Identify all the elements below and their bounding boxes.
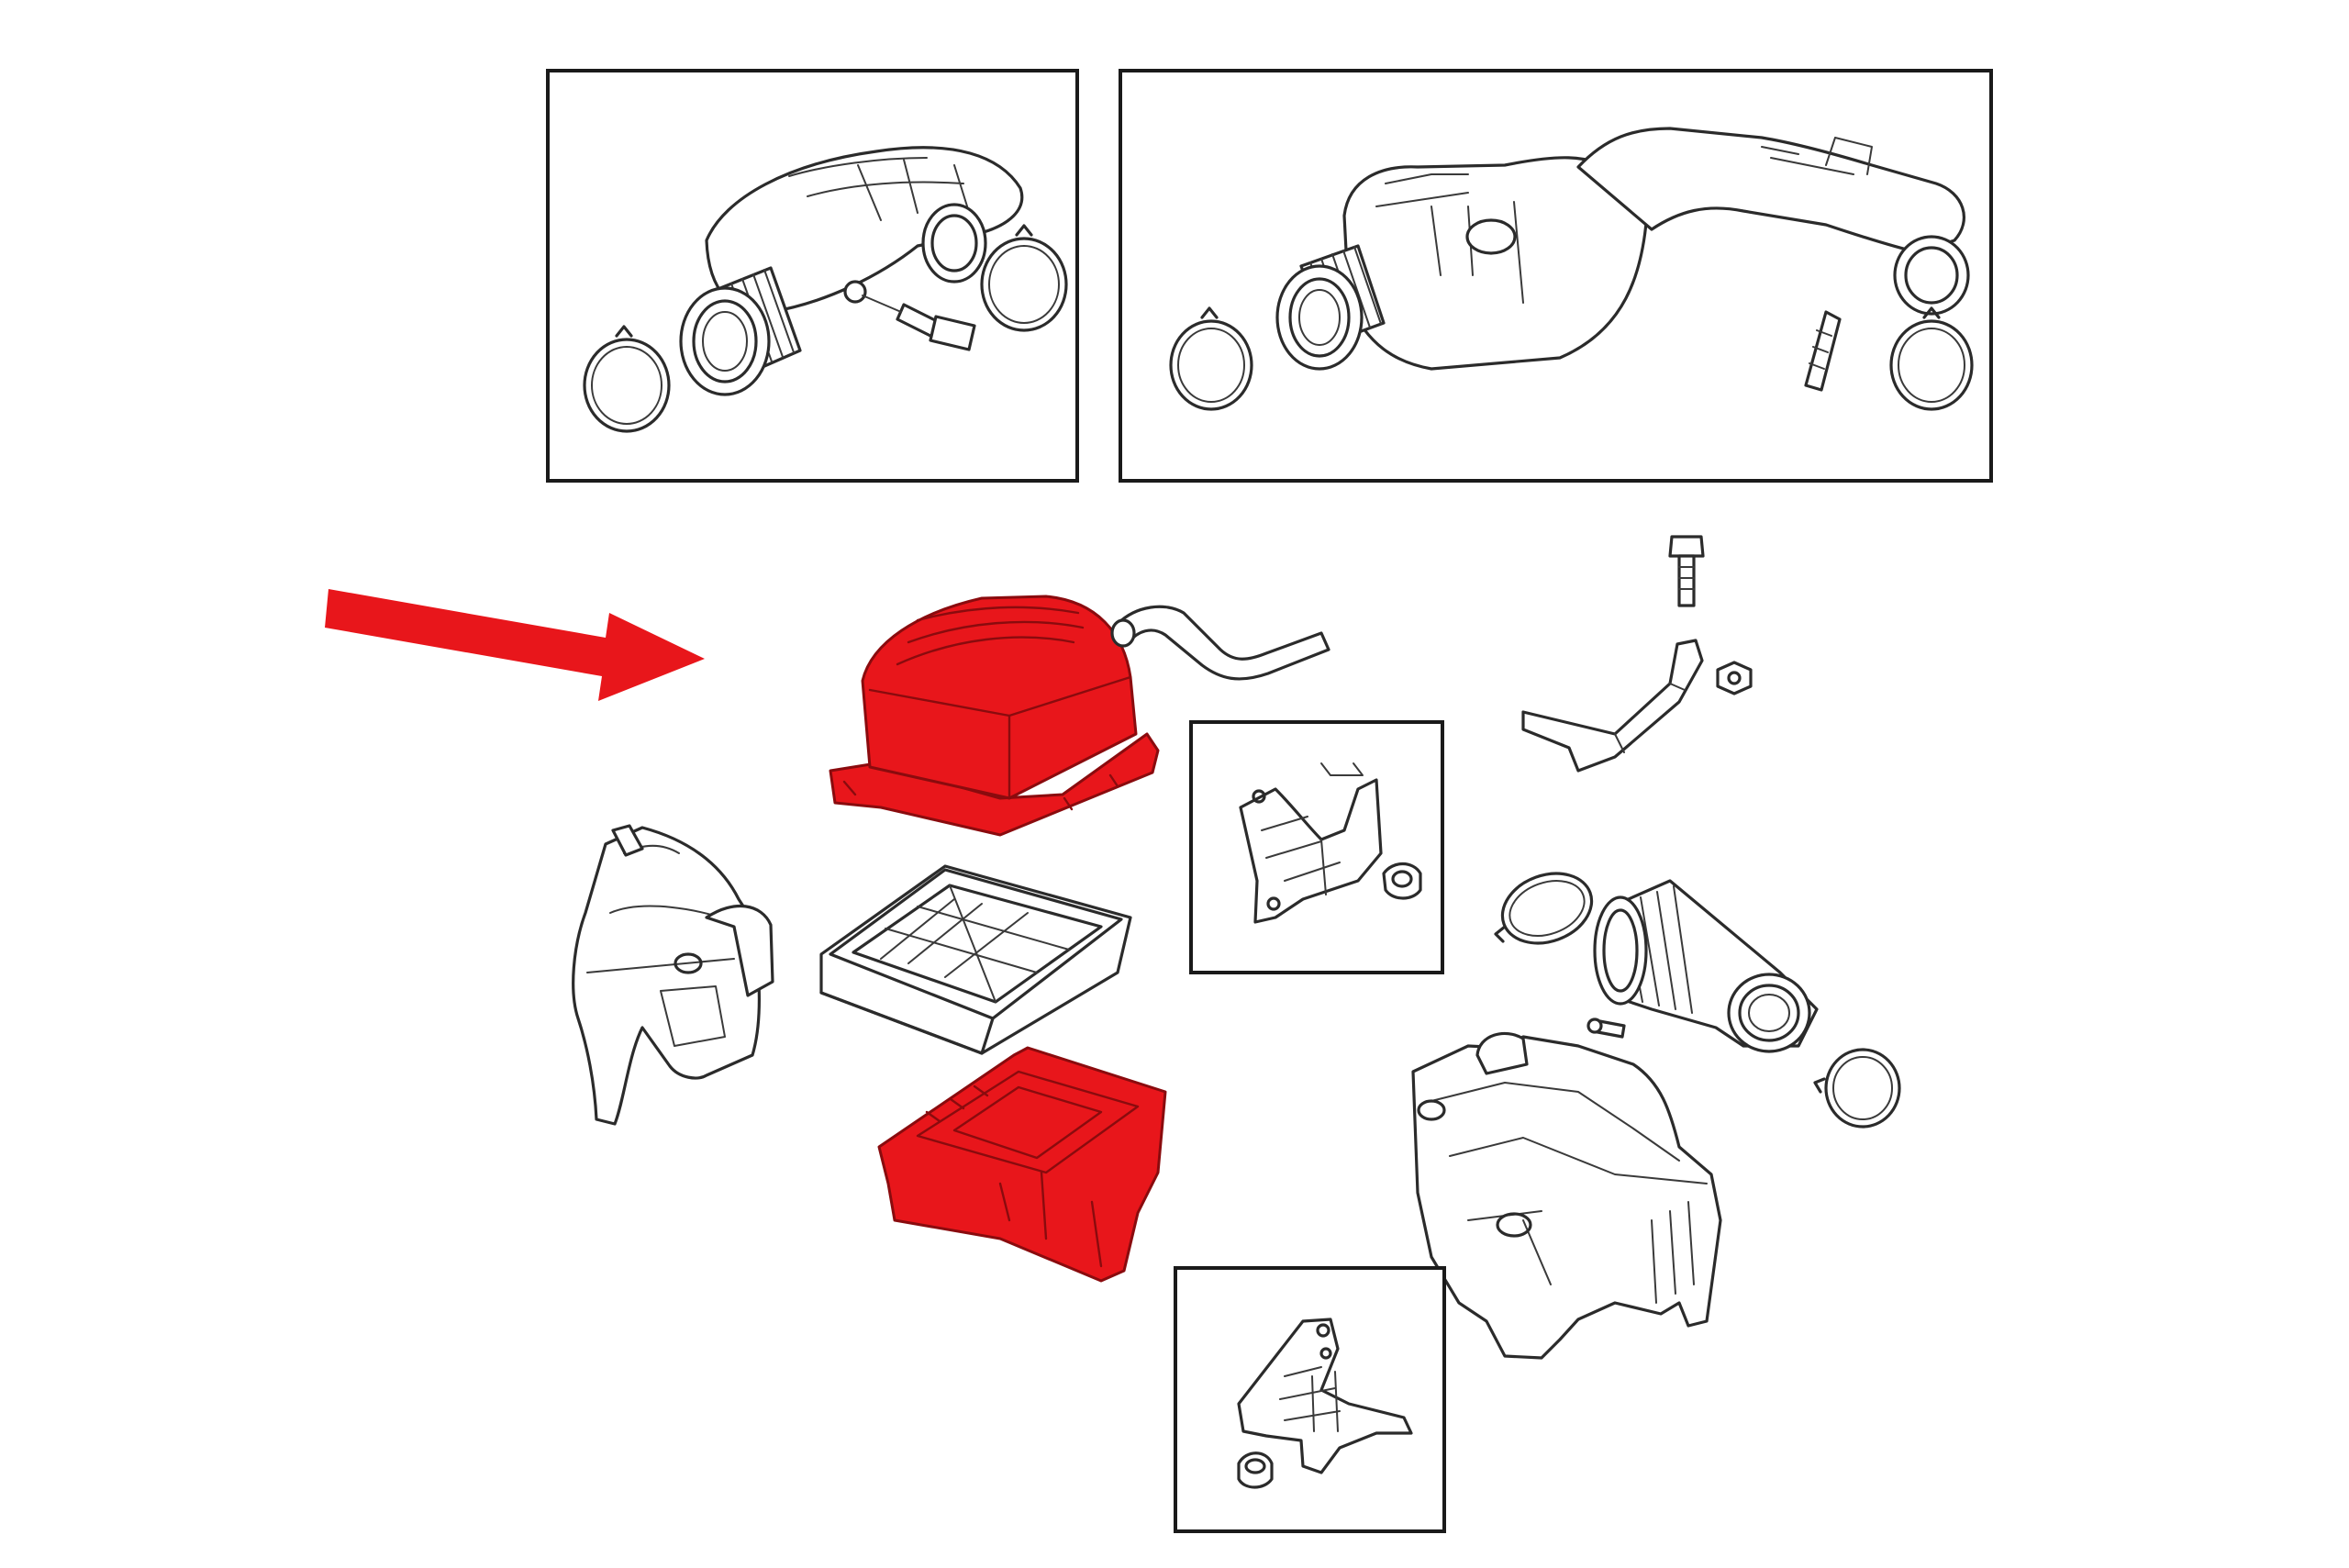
drain-hose — [1110, 605, 1330, 681]
center-inset — [1189, 720, 1444, 974]
air-inlet-coupler — [1593, 879, 1819, 1053]
hose-clamp-left — [583, 325, 671, 433]
hose-clamp-right — [980, 224, 1068, 332]
hose-clamp — [1813, 1048, 1901, 1129]
sensor — [1586, 1018, 1626, 1039]
air-inlet-resonator — [572, 824, 774, 1126]
bolt — [1668, 535, 1705, 607]
support-rod-bracket — [1521, 639, 1704, 773]
hex-nut — [1716, 661, 1753, 695]
sensor-connector — [1804, 310, 1842, 392]
air-cleaner-housing-lower — [877, 1046, 1167, 1283]
hose-clamp-left — [1169, 306, 1253, 411]
air-cleaner-cover — [829, 595, 1160, 837]
arrow-shape — [325, 589, 705, 701]
upper-right-inset — [1119, 69, 1993, 483]
hose-clamp — [1494, 872, 1594, 945]
mounting-bracket — [1237, 1318, 1413, 1489]
hose-clamp-right — [1889, 306, 1974, 411]
upper-left-inset — [546, 69, 1079, 483]
air-filter-element — [819, 864, 1132, 1055]
mounting-bracket — [1239, 762, 1422, 924]
bottom-inset — [1174, 1266, 1446, 1533]
air-inlet-duct-long — [1275, 127, 1970, 371]
air-duct-box — [1411, 1031, 1722, 1360]
air-inlet-duct-short — [679, 146, 1024, 396]
sensor-connector — [843, 280, 976, 351]
pointer-arrow — [325, 589, 705, 701]
